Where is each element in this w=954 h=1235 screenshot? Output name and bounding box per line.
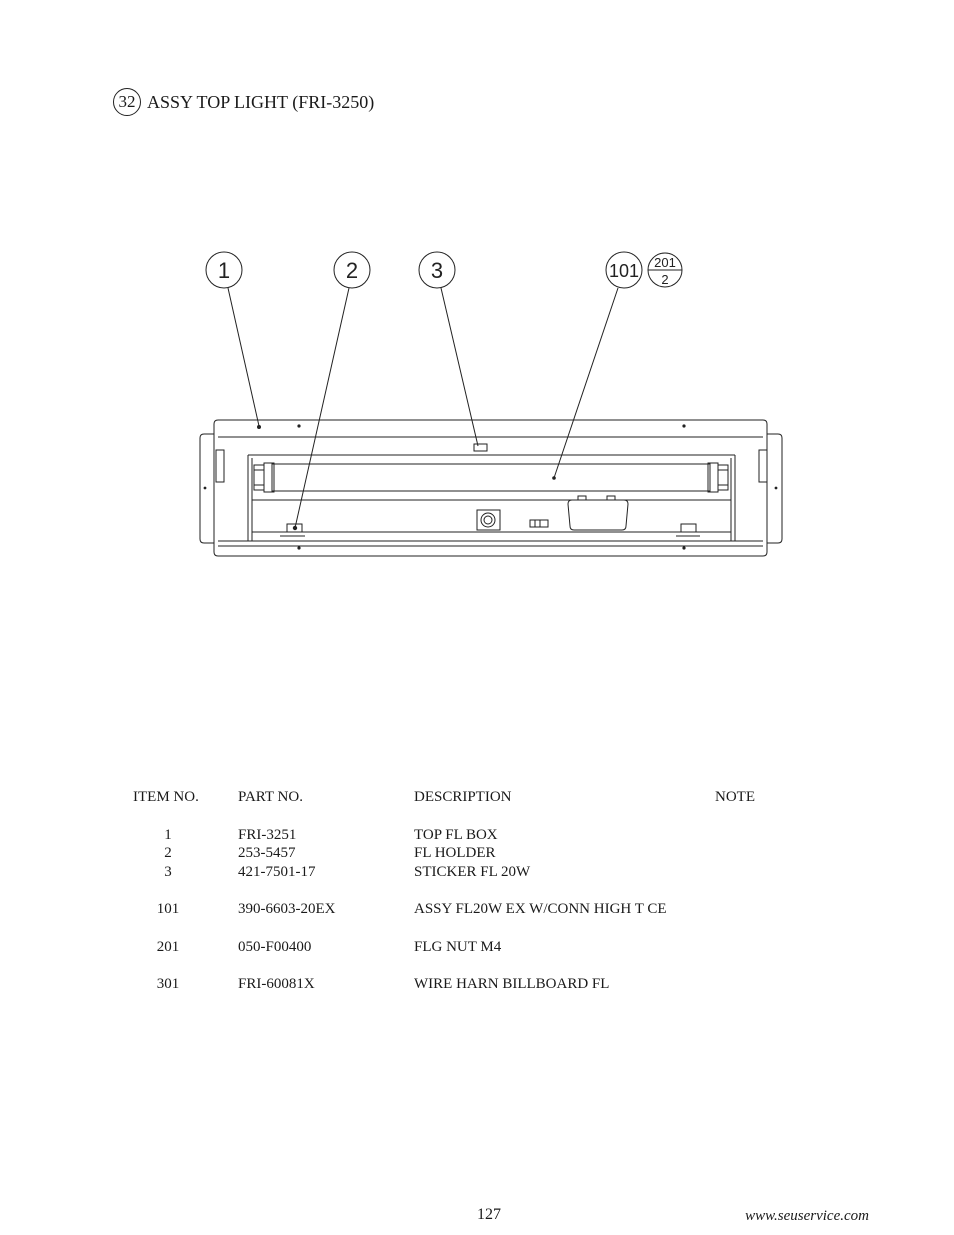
- callout-label-101: 101: [609, 261, 639, 281]
- row-item: 301: [156, 976, 180, 992]
- row-item: 2: [164, 845, 172, 861]
- leader-line-3: [440, 287, 479, 447]
- callout-label-3: 3: [431, 258, 443, 283]
- row-item: 3: [164, 864, 172, 880]
- header-description: DESCRIPTION: [414, 789, 512, 805]
- callout-sub-bottom: 2: [661, 272, 668, 287]
- callout-bubble-3: [418, 251, 456, 289]
- callout-bubble-1: [205, 251, 243, 289]
- row-description: FL HOLDER: [414, 845, 496, 861]
- callout-label-1: 1: [218, 258, 230, 283]
- row-item: 1: [164, 827, 172, 843]
- header-part-no: PART NO.: [238, 789, 303, 805]
- page-number: 127: [477, 1206, 501, 1223]
- leader-line-101: [553, 287, 619, 479]
- section-heading: 32 ASSY TOP LIGHT (FRI-3250): [113, 88, 374, 116]
- row-part: 253-5457: [238, 845, 296, 861]
- header-item-no: ITEM NO.: [133, 789, 199, 805]
- row-description: FLG NUT M4: [414, 939, 502, 955]
- row-part: FRI-3251: [238, 827, 297, 843]
- header-note: NOTE: [715, 789, 755, 805]
- callout-bubble-2: [333, 251, 371, 289]
- leader-line-2: [294, 287, 350, 529]
- row-part: 050-F00400: [238, 939, 312, 955]
- row-item: 201: [156, 939, 180, 955]
- row-description: STICKER FL 20W: [414, 864, 531, 880]
- row-part: 390-6603-20EX: [238, 901, 336, 917]
- callout-label-2: 2: [346, 258, 358, 283]
- fl-holder-right: [680, 523, 697, 533]
- row-description: TOP FL BOX: [414, 827, 498, 843]
- footer-url: www.seuservice.com: [745, 1208, 869, 1224]
- top-fl-box: [199, 419, 783, 557]
- callout-sub-top: 201: [654, 255, 676, 270]
- row-part: 421-7501-17: [238, 864, 316, 880]
- ballast: [567, 495, 629, 531]
- fl-holder-left: [286, 523, 303, 533]
- row-item: 101: [156, 901, 180, 917]
- row-part: FRI-60081X: [238, 976, 315, 992]
- connector-socket: [476, 509, 501, 531]
- sticker: [473, 443, 488, 452]
- row-description: WIRE HARN BILLBOARD FL: [414, 976, 610, 992]
- callout-bubble-101: [605, 251, 643, 289]
- row-description: ASSY FL20W EX W/CONN HIGH T CE: [414, 901, 667, 917]
- leader-line-1: [227, 287, 260, 427]
- section-number: 32: [113, 88, 141, 116]
- fl-tube: [253, 462, 729, 493]
- section-title: ASSY TOP LIGHT (FRI-3250): [147, 91, 375, 112]
- small-connector: [529, 519, 549, 528]
